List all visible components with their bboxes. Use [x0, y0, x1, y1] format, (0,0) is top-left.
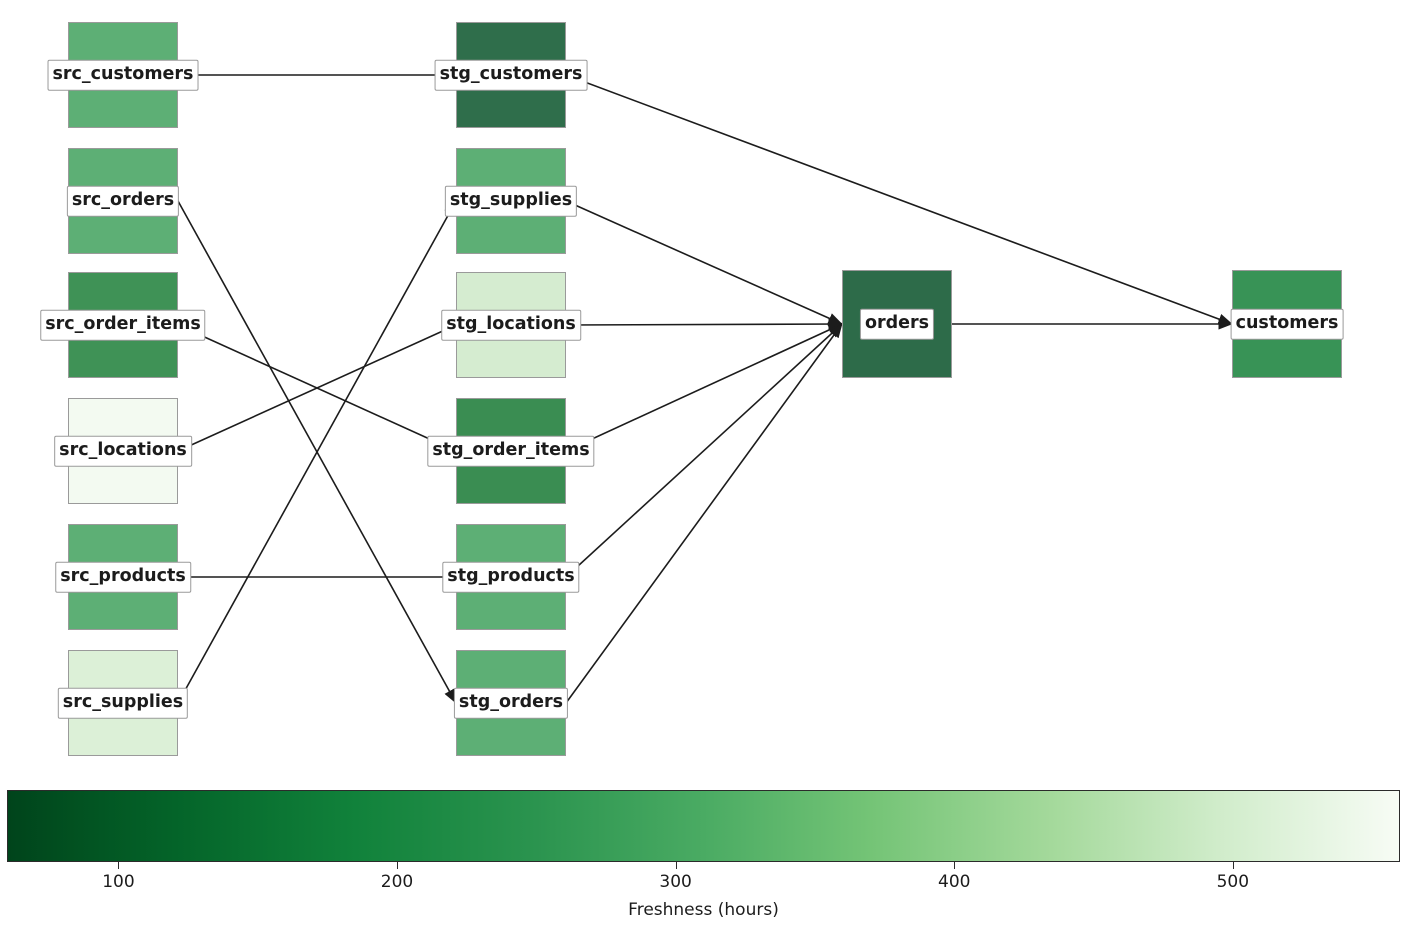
- node-label-orders[interactable]: orders: [859, 308, 935, 340]
- colorbar-tick-100: [118, 862, 120, 869]
- colorbar-tick-label-200: 200: [380, 872, 414, 892]
- node-label-stg_customers[interactable]: stg_customers: [434, 59, 588, 91]
- colorbar-tick-label-500: 500: [1216, 872, 1250, 892]
- edge-stg_customers-to-customers: [565, 74, 1233, 325]
- colorbar-tick-label-100: 100: [102, 872, 135, 892]
- node-label-stg_products[interactable]: stg_products: [442, 561, 580, 593]
- node-label-src_orders[interactable]: src_orders: [66, 185, 180, 217]
- edge-stg_products-to-orders: [565, 323, 843, 578]
- colorbar-tick-400: [954, 862, 956, 869]
- colorbar-tick-label-300: 300: [659, 872, 692, 892]
- edge-src_supplies-to-stg_supplies: [177, 200, 457, 704]
- colorbar-tick-500: [1232, 862, 1234, 869]
- edge-stg_orders-to-orders: [565, 323, 843, 704]
- colorbar-tick-300: [675, 862, 677, 869]
- node-label-customers[interactable]: customers: [1230, 308, 1344, 340]
- edge-stg_locations-to-orders: [565, 318, 843, 330]
- node-label-stg_order_items[interactable]: stg_order_items: [427, 435, 595, 467]
- node-label-src_order_items[interactable]: src_order_items: [40, 309, 206, 341]
- node-label-src_customers[interactable]: src_customers: [47, 59, 199, 91]
- edge-stg_order_items-to-orders: [565, 323, 843, 452]
- node-label-stg_supplies[interactable]: stg_supplies: [444, 185, 578, 217]
- colorbar-tick-200: [397, 862, 399, 869]
- colorbar-gradient: [7, 790, 1400, 862]
- node-label-src_locations[interactable]: src_locations: [54, 435, 192, 467]
- colorbar-tick-label-400: 400: [938, 872, 971, 892]
- edge-src_locations-to-stg_locations: [177, 324, 457, 452]
- edge-stg_supplies-to-orders: [565, 200, 843, 325]
- node-label-src_products[interactable]: src_products: [55, 561, 191, 593]
- node-label-src_supplies[interactable]: src_supplies: [57, 687, 189, 719]
- node-label-stg_orders[interactable]: stg_orders: [453, 687, 569, 719]
- node-label-stg_locations[interactable]: stg_locations: [441, 309, 581, 341]
- colorbar-axis-label: Freshness (hours): [628, 900, 779, 920]
- colorbar: [7, 790, 1400, 869]
